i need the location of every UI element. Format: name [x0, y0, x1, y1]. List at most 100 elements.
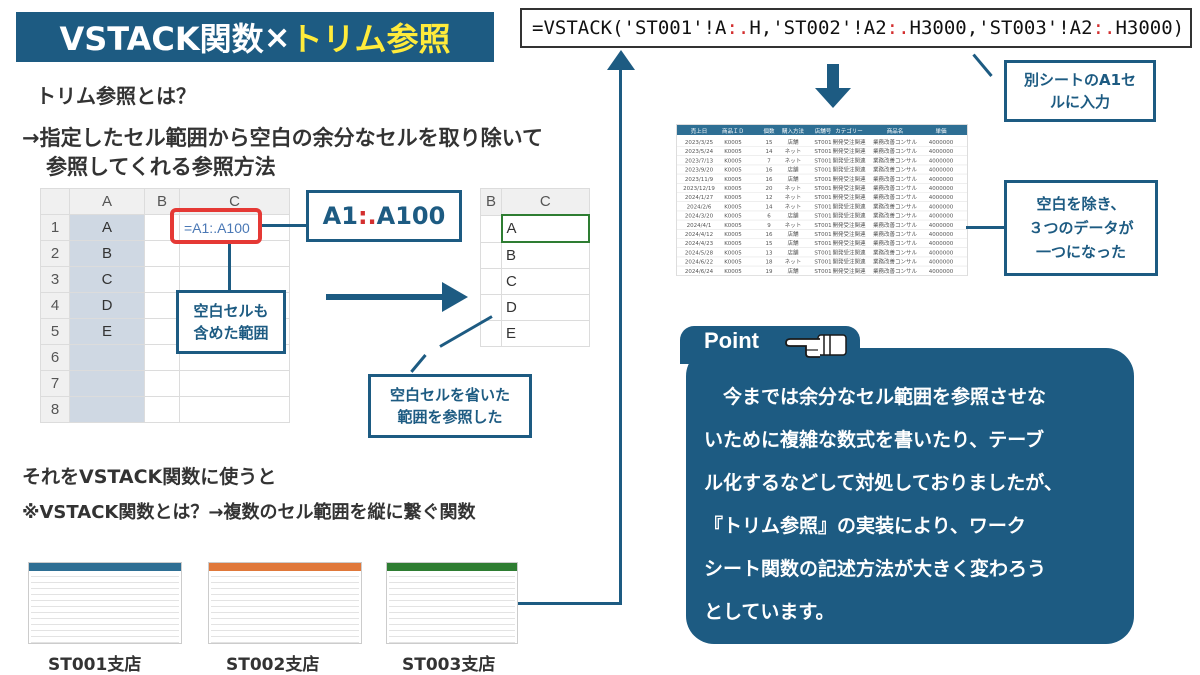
result-cell: 店舗 [787, 212, 799, 220]
sheet-row-line [389, 571, 515, 577]
callout-blank-excluded: 空白セルを省いた範囲を参照した [368, 374, 532, 438]
row-header: 5 [40, 318, 70, 345]
result-cell: 業務改善コンサル [873, 193, 918, 201]
sheet-row-line [211, 583, 359, 589]
result-cell: 6 [767, 214, 771, 220]
result-cell: K0005 [724, 177, 742, 183]
cell [179, 266, 290, 293]
result-cell: 7 [767, 158, 771, 164]
sheet-row-line [389, 583, 515, 589]
result-cell: 2023/11/9 [685, 177, 714, 183]
result-cell: 開発受注関連 [832, 138, 866, 146]
result-cell: 開発受注関連 [832, 202, 866, 210]
result-cell: 4000000 [929, 260, 954, 266]
result-cell: K0005 [724, 204, 742, 210]
result-cell: 開発受注関連 [832, 248, 866, 256]
arrow-right-head-icon [442, 282, 468, 312]
range-callout: A1:.A100 [306, 190, 462, 242]
result-cell: 18 [766, 260, 773, 266]
result-cell: 店舗 [787, 248, 799, 256]
point-line: ル化するなどして対処しておりましたが、 [704, 472, 1063, 494]
result-cell: K0005 [724, 232, 742, 238]
sheet-row-line [211, 601, 359, 607]
cell [480, 268, 502, 295]
result-cell: 4000000 [929, 195, 954, 201]
result-cell: 業務改善コンサル [873, 156, 918, 164]
row-header: 2 [40, 240, 70, 267]
result-cell: 店舗 [787, 175, 799, 183]
result-cell: ST001 [814, 204, 831, 210]
sheet-row-line [31, 577, 179, 583]
result-cell: ST001 [814, 214, 831, 220]
row-header: 6 [40, 344, 70, 371]
result-cell: 4000000 [929, 269, 954, 275]
sheet-row-line [31, 601, 179, 607]
cell [480, 241, 502, 269]
result-cell: 店舗 [787, 239, 799, 247]
result-cell: K0005 [724, 186, 742, 192]
sheet-row-line [389, 607, 515, 613]
point-line: いために複雑な数式を書いたり、テーブ [704, 429, 1045, 451]
result-cell: K0005 [724, 158, 742, 164]
result-cell: 12 [766, 195, 773, 201]
sheet-row-line [389, 631, 515, 637]
section-heading: トリム参照とは？ [36, 84, 196, 108]
sheet-row-line [211, 613, 359, 619]
result-cell: 20 [766, 186, 773, 192]
result-cell: 2024/2/6 [687, 204, 712, 210]
result-header-cell: 売上日 [691, 127, 708, 135]
cell [480, 320, 502, 347]
cell: E [69, 318, 145, 345]
row-header: 7 [40, 370, 70, 397]
result-cell: 開発受注関連 [832, 267, 866, 275]
result-cell: 業務改善コンサル [873, 184, 918, 192]
point-line: としています。 [704, 601, 835, 623]
cell [144, 318, 180, 345]
sheet-row-line [31, 595, 179, 601]
result-cell: 開発受注関連 [832, 193, 866, 201]
result-cell: ST001 [814, 250, 831, 256]
cell: C [69, 266, 145, 293]
title-times: × [263, 18, 291, 56]
sheet-row-line [389, 619, 515, 625]
result-cell: ST001 [814, 186, 831, 192]
point-label: Point [704, 328, 759, 353]
title-trim: トリム参照 [290, 20, 451, 58]
result-cell: 14 [766, 149, 773, 155]
result-cell: 業務改善コンサル [873, 267, 918, 275]
sheet-header-bar [29, 563, 181, 571]
result-cell: ST001 [814, 241, 831, 247]
result-cell: 業務改善コンサル [873, 147, 918, 155]
sheet-row-line [31, 631, 179, 637]
cell: D [501, 294, 590, 321]
point-card [686, 348, 1134, 644]
result-cell: 2023/5/24 [685, 149, 714, 155]
result-cell: K0005 [724, 250, 742, 256]
result-cell: ST001 [814, 223, 831, 229]
sheet-row-line [31, 583, 179, 589]
result-cell: 開発受注関連 [832, 239, 866, 247]
result-cell: 4000000 [929, 204, 954, 210]
formula-part: H3000,'ST003'!A2 [909, 17, 1093, 39]
result-cell: 業務改善コンサル [873, 138, 918, 146]
cell: A [69, 214, 145, 241]
sheet-row-line [211, 637, 359, 643]
result-cell: 4000000 [929, 232, 954, 238]
sheet-row-line [31, 619, 179, 625]
result-cell: 開発受注関連 [832, 230, 866, 238]
result-cell: ST001 [814, 168, 831, 174]
result-header-bar [677, 125, 967, 135]
trim-operator: :. [726, 17, 750, 39]
result-cell: 業務改善コンサル [873, 258, 918, 266]
sheet-row-line [31, 637, 179, 643]
arrow-right [326, 294, 446, 300]
cell [69, 344, 145, 371]
result-cell: ST001 [814, 260, 831, 266]
formula-highlight [170, 208, 262, 244]
column-header: C [501, 188, 590, 216]
result-cell: 19 [766, 269, 773, 275]
connector-line [410, 354, 427, 373]
result-cell: 2024/3/20 [685, 214, 714, 220]
result-cell: ST001 [814, 195, 831, 201]
result-cell: 9 [767, 223, 771, 229]
